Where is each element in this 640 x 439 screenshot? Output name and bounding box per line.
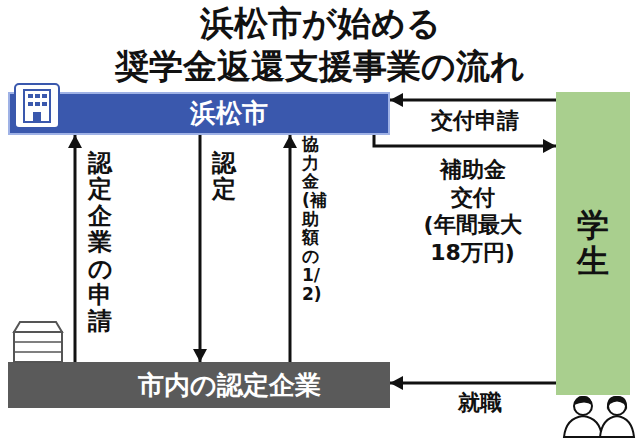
arrow-label: 認定	[212, 150, 236, 203]
window	[35, 94, 40, 98]
arrow-label: 協力金(補助額の1/2)	[302, 135, 319, 303]
icon-frame	[15, 84, 59, 128]
flow-arrow	[374, 135, 556, 146]
students-icon	[564, 396, 634, 437]
flow-arrow	[390, 382, 556, 385]
window	[42, 102, 47, 106]
roof	[14, 322, 62, 332]
flow-arrow	[74, 135, 77, 362]
door	[33, 112, 41, 122]
student-hair	[574, 396, 592, 405]
stripe	[14, 351, 62, 353]
node-label: 浜松市	[190, 96, 268, 131]
arrow-label: 補助金 交付 (年間最大 18万円)	[420, 156, 525, 266]
arrow-label: 就職	[440, 390, 520, 416]
window	[35, 102, 40, 106]
flow-arrow	[289, 135, 292, 362]
student-body	[600, 416, 634, 437]
node-label: 学生	[577, 208, 609, 278]
diagram-title: 浜松市が始める 奨学金返還支援事業の流れ	[90, 2, 550, 87]
arrow-label: 認定企業の申請	[88, 150, 112, 335]
company-icon	[14, 322, 62, 362]
company-band: 市内の認定企業	[8, 362, 390, 408]
city-band: 浜松市	[8, 92, 390, 135]
building-outline	[24, 90, 50, 122]
student-band: 学生	[556, 92, 630, 395]
node-label: 市内の認定企業	[138, 368, 321, 403]
arrow-label: 交付申請	[400, 108, 550, 134]
flow-arrow	[390, 99, 556, 102]
building-outline	[14, 332, 62, 362]
flow-arrow	[199, 135, 202, 362]
student-body	[564, 416, 602, 437]
stripe	[14, 341, 62, 343]
window	[42, 94, 47, 98]
city-hall-icon	[15, 84, 59, 128]
window	[28, 94, 33, 98]
student-hair	[607, 396, 627, 410]
window	[28, 102, 33, 106]
